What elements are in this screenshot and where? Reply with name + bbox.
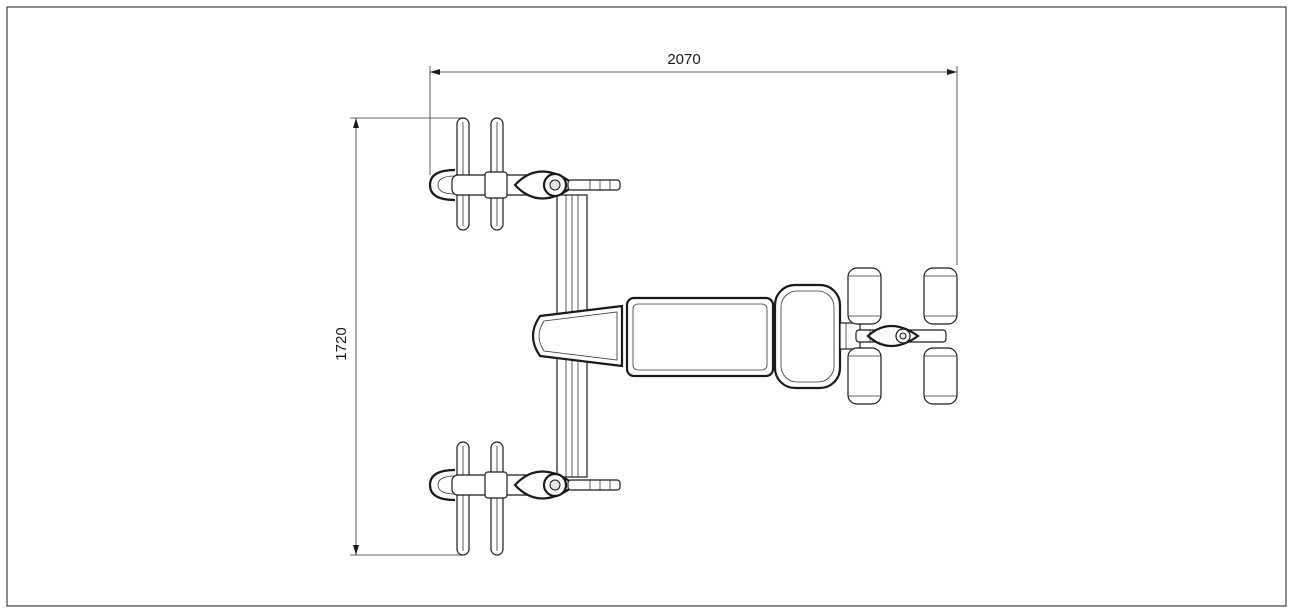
width-dimension-label: 2070 [667,51,700,68]
drawing-frame [6,6,1287,607]
head-pad [531,304,624,368]
roller-top-right [923,267,958,325]
seat-pad [773,283,842,390]
width-dimension: 2070 [429,51,958,265]
roller-top-left [847,267,882,325]
upper-handle-assembly [428,117,621,231]
leg-roller-assembly [839,267,958,405]
height-dimension-label: 1720 [333,327,350,360]
height-dimension: 1720 [333,117,462,556]
roller-bottom-right [923,347,958,405]
back-pad [625,296,775,378]
roller-bottom-left [847,347,882,405]
lower-handle-assembly [428,441,621,556]
